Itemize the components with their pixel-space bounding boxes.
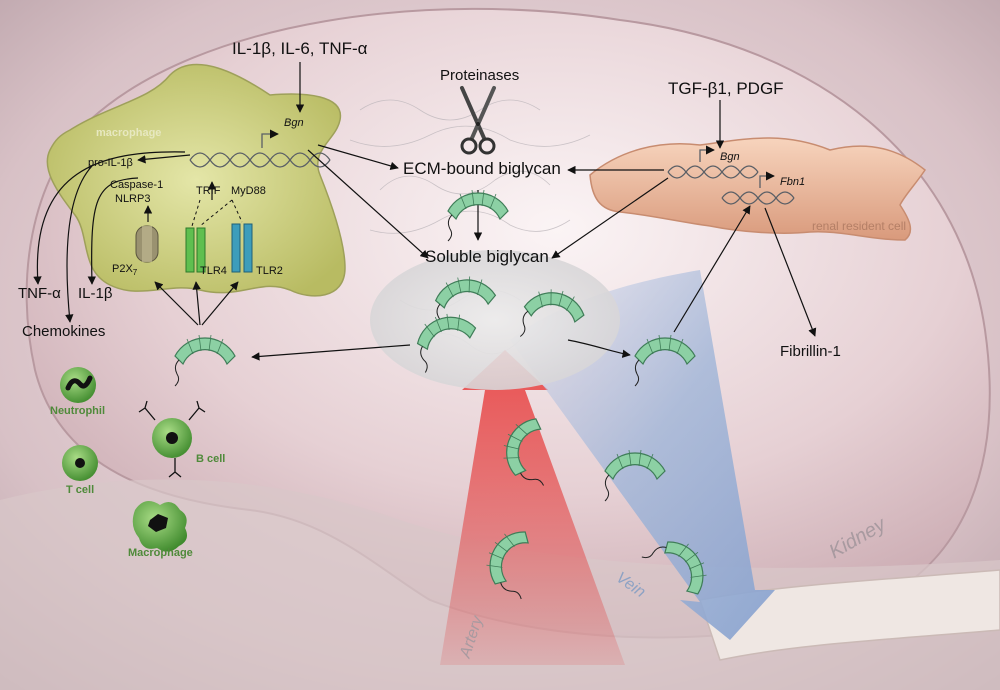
il1b-output: IL-1β <box>78 285 113 302</box>
adaptor-links <box>191 199 243 227</box>
caspase1-label: Caspase-1 <box>110 179 164 191</box>
resident-growth-factors-label: TGF-β1, PDGF <box>668 79 784 98</box>
tlr2-receptor <box>231 223 253 273</box>
soluble-biglycan-pool <box>370 250 620 390</box>
artery-arrow <box>440 350 625 665</box>
ecm-bound-biglycan-label: ECM-bound biglycan <box>403 159 561 178</box>
pro-il1b-label: pro-IL-1β <box>88 157 133 169</box>
p2x7-label: P2X7 <box>112 263 138 278</box>
resident-cell <box>589 137 927 241</box>
ureter <box>699 569 1000 661</box>
b-cell-label: B cell <box>196 453 226 465</box>
pathway-arrows <box>33 62 817 361</box>
b-cell <box>138 400 206 478</box>
t-cell <box>62 445 98 481</box>
resident-cell-label: renal resident cell <box>812 219 907 233</box>
scissors-icon <box>460 86 496 155</box>
soluble-biglycan-label: Soluble biglycan <box>425 247 549 266</box>
macrophage-cytokines-label: IL-1β, IL-6, TNF-α <box>232 39 368 58</box>
proteinases-label: Proteinases <box>440 67 520 84</box>
macrophage-cell-label: macrophage <box>96 127 162 139</box>
t-cell-label: T cell <box>66 484 95 496</box>
macrophage-cell <box>46 63 346 297</box>
dna-helix-resident-fbn1 <box>721 171 795 205</box>
fibrillin-output: Fibrillin-1 <box>780 343 841 360</box>
nlrp3-label: NLRP3 <box>115 193 151 205</box>
myd88-label: MyD88 <box>231 185 266 197</box>
tnf-a-output: TNF-α <box>18 285 61 302</box>
macrophage-small-cell <box>132 501 187 552</box>
macrophage-small-label: Macrophage <box>128 547 193 559</box>
tlr4-receptor <box>185 227 206 273</box>
bgn-macrophage-gene: Bgn <box>284 117 304 129</box>
tlr2-label: TLR2 <box>256 265 283 277</box>
neutrophil-label: Neutrophil <box>50 405 105 417</box>
bgn-resident-gene: Bgn <box>720 151 740 163</box>
trif-label: TRIF <box>196 185 221 197</box>
neutrophil-cell <box>60 367 96 403</box>
chemokines-output: Chemokines <box>22 323 106 340</box>
p2x7-receptor <box>135 225 159 263</box>
fbn1-gene: Fbn1 <box>780 176 806 188</box>
dna-helix-macrophage <box>189 129 331 168</box>
dna-helix-resident-bgn <box>667 145 759 179</box>
tlr4-label: TLR4 <box>200 265 227 277</box>
